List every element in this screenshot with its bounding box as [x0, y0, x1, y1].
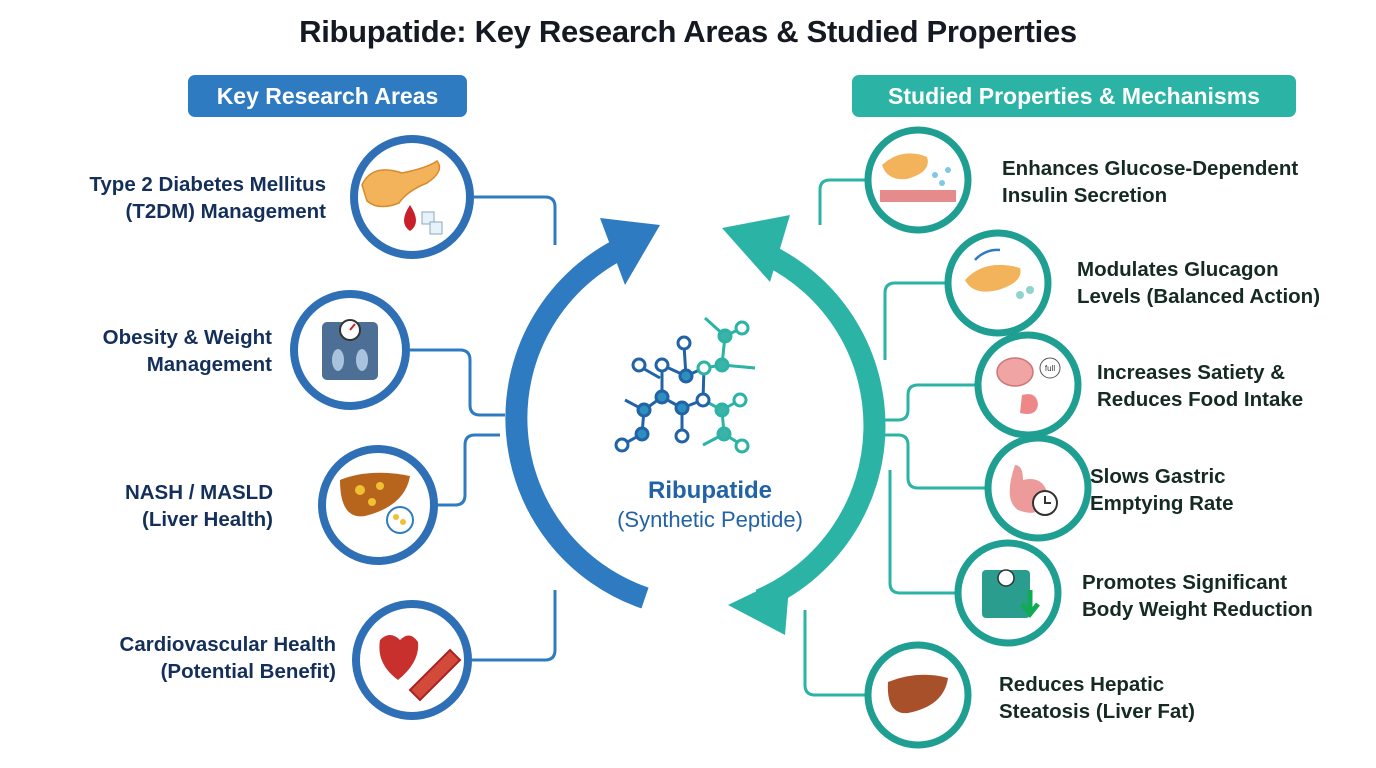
- label-line: Increases Satiety &: [1097, 361, 1286, 384]
- label-line: Body Weight Reduction: [1082, 598, 1313, 621]
- full-bubble-text: full: [1045, 364, 1055, 373]
- property-satiety: Increases Satiety & Reduces Food Intake: [1097, 359, 1303, 413]
- research-area-icon-cardio: [352, 600, 472, 720]
- left-connectors: [410, 195, 557, 662]
- peptide-molecule-icon: [614, 316, 756, 454]
- research-area-icon-obesity: [290, 290, 410, 410]
- studied-properties-header: Studied Properties & Mechanisms: [852, 75, 1296, 117]
- label-line: Emptying Rate: [1090, 492, 1234, 515]
- label-line: Promotes Significant: [1082, 571, 1288, 594]
- label-line: Modulates Glucagon: [1077, 258, 1279, 281]
- label-line: Insulin Secretion: [1002, 184, 1168, 207]
- property-icon-gastric: [984, 434, 1092, 542]
- research-area-t2dm: Type 2 Diabetes Mellitus (T2DM) Managemen…: [89, 171, 326, 225]
- research-area-nash: NASH / MASLD (Liver Health): [125, 479, 273, 533]
- label-line: (Liver Health): [142, 508, 273, 531]
- label-line: Slows Gastric: [1090, 465, 1226, 488]
- label-line: Cardiovascular Health: [119, 633, 336, 656]
- label-line: Enhances Glucose-Dependent: [1002, 157, 1299, 180]
- blue-cycle-arrow: [505, 240, 649, 609]
- label-line: (Potential Benefit): [160, 660, 336, 683]
- research-area-cardio: Cardiovascular Health (Potential Benefit): [120, 631, 336, 685]
- property-icon-weight-reduction: [954, 539, 1062, 647]
- research-area-icon-liver: [318, 445, 438, 565]
- label-line: Levels (Balanced Action): [1077, 285, 1321, 308]
- label-line: Steatosis (Liver Fat): [999, 700, 1195, 723]
- teal-arrowhead-top: [722, 215, 790, 282]
- drug-name: Ribupatide: [648, 477, 772, 504]
- label-line: Obesity & Weight: [102, 326, 272, 349]
- right-connectors: [803, 178, 988, 697]
- label-line: (T2DM) Management: [125, 200, 326, 223]
- center-label: Ribupatide (Synthetic Peptide): [560, 477, 860, 533]
- property-icon-insulin: [864, 126, 972, 234]
- label-line: Management: [146, 353, 272, 376]
- property-icon-satiety: full: [974, 331, 1082, 439]
- key-research-areas-header: Key Research Areas: [188, 75, 467, 117]
- property-icon-liver: [864, 641, 972, 749]
- label-line: Reduces Food Intake: [1097, 388, 1304, 411]
- label-line: Reduces Hepatic: [999, 673, 1165, 696]
- research-area-icon-t2dm: [350, 135, 474, 259]
- blue-arrowhead: [600, 218, 660, 285]
- teal-cycle-arrow: [755, 245, 886, 611]
- page-title: Ribupatide: Key Research Areas & Studied…: [299, 14, 1077, 49]
- drug-subtitle: (Synthetic Peptide): [617, 507, 803, 532]
- label-line: NASH / MASLD: [124, 481, 273, 504]
- property-icon-glucagon: [944, 229, 1052, 337]
- label-line: Type 2 Diabetes Mellitus: [89, 173, 326, 196]
- teal-arrowhead-bottom: [728, 575, 790, 635]
